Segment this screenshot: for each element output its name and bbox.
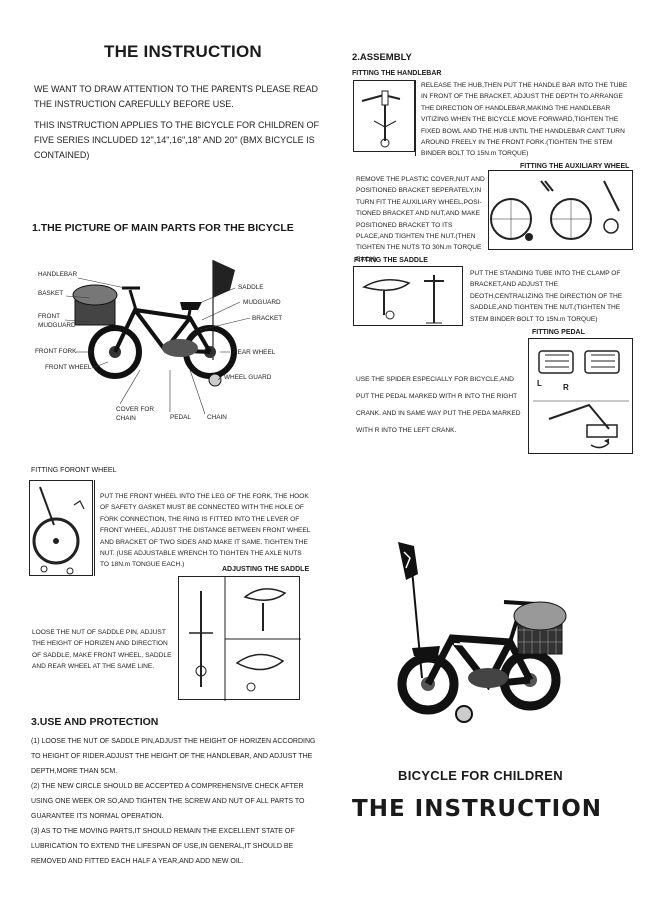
- cover-subtitle: BICYCLE FOR CHILDREN: [398, 768, 563, 783]
- intro-paragraph-2: THIS INSTRUCTION APPLIES TO THE BICYCLE …: [34, 120, 320, 160]
- pedal-figure: L R: [528, 338, 633, 454]
- intro-paragraph-1: WE WANT TO DRAW ATTENTION TO THE PARENTS…: [34, 84, 319, 109]
- aux-wheel-instructions: REMOVE THE PLASTIC COVER,NUT AND POSITIO…: [356, 176, 485, 263]
- label-pedal: PEDAL: [170, 414, 191, 421]
- label-handlebar: HANDLEBAR: [38, 271, 78, 278]
- aux-wheel-title: FITTING THE AUXILIARY WHEEL: [520, 163, 630, 170]
- use-item-2: (2) THE NEW CIRCLE SHOULD BE ACCEPTED A …: [31, 783, 305, 820]
- pedal-right-mark: R: [563, 383, 569, 392]
- front-wheel-instructions: PUT THE FRONT WHEEL INTO THE LEG OF THE …: [100, 493, 311, 569]
- saddle-figure: [353, 266, 463, 326]
- label-cover-for-chain: COVER FOR CHAIN: [116, 406, 154, 422]
- label-basket: BASKET: [38, 290, 64, 297]
- handlebar-title: FITTING THE HANDLEBAR: [352, 70, 442, 77]
- label-saddle: SADDLE: [238, 284, 264, 291]
- assembly-heading: 2.ASSEMBLY: [352, 52, 412, 63]
- adjust-saddle-title: ADJUSTING THE SADDLE: [222, 566, 310, 573]
- page-title: THE INSTRUCTION: [104, 42, 262, 61]
- cover-bicycle-photo: [397, 542, 567, 723]
- cover-title: THE INSTRUCTION: [352, 796, 603, 822]
- label-front-fork: FRONT FORK: [35, 348, 77, 355]
- use-item-3: (3) AS TO THE MOVING PARTS,IT SHOULD REM…: [31, 828, 295, 865]
- saddle-instructions: PUT THE STANDING TUBE INTO THE CLAMP OF …: [470, 270, 623, 323]
- pedal-title: FITTING PEDAL: [532, 329, 585, 336]
- label-wheel-guard: WHEEL GUARD: [224, 374, 272, 381]
- label-front-mudguard: FRONT MUDGUARD: [38, 313, 76, 329]
- front-wheel-figure: [29, 480, 93, 576]
- aux-wheel-figure: [488, 170, 633, 250]
- label-mudguard: MUDGUARD: [243, 299, 281, 306]
- handlebar-figure: [353, 80, 415, 152]
- adjust-saddle-instructions: LOOSE THE NUT OF SADDLE PIN, ADJUST THE …: [32, 629, 172, 671]
- label-bracket: BRACKET: [252, 315, 283, 322]
- label-rear-wheel: REAR WHEEL: [233, 349, 276, 356]
- adjust-saddle-figure: [178, 576, 301, 701]
- saddle-title: FITTING THE SADDLE: [354, 257, 428, 264]
- handlebar-instructions: RELEASE THE HUB,THEN PUT THE HANDLE BAR …: [421, 82, 628, 158]
- parts-heading: 1.THE PICTURE OF MAIN PARTS FOR THE BICY…: [32, 222, 294, 234]
- pedal-left-mark: L: [537, 379, 542, 388]
- front-wheel-title: FITTING FORONT WHEEL: [31, 467, 117, 474]
- label-chain: CHAIN: [207, 414, 227, 421]
- pedal-instructions: USE THE SPIDER ESPECIALLY FOR BICYCLE,AN…: [356, 376, 521, 434]
- parts-bicycle-illustration: [64, 260, 251, 415]
- use-item-1: (1) LOOSE THE NUT OF SADDLE PIN,ADJUST T…: [31, 738, 316, 775]
- use-heading: 3.USE AND PROTECTION: [31, 716, 159, 728]
- label-front-wheel: FRONT WHEEL: [45, 364, 92, 371]
